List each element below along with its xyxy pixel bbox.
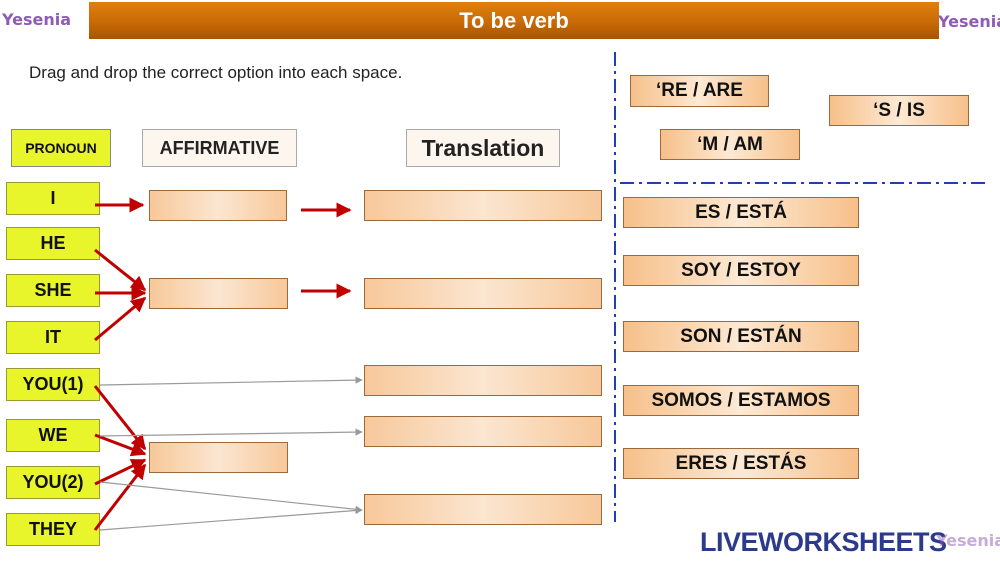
option-chip-m-am[interactable]: ‘M / AM [660,129,800,160]
yesenia-logo: Yesenia [2,10,72,29]
page-title: To be verb [89,2,939,39]
option-chip-somos-estamos[interactable]: SOMOS / ESTAMOS [623,385,859,416]
option-chip-s-is[interactable]: ‘S / IS [829,95,969,126]
pronoun-you2: YOU(2) [6,466,100,499]
pronoun-they: THEY [6,513,100,546]
option-chip-es-esta[interactable]: ES / ESTÁ [623,197,859,228]
affirmative-header: AFFIRMATIVE [142,129,297,167]
pronoun-he: HE [6,227,100,260]
yesenia-watermark: Yesenia [936,531,1000,550]
affirmative-drop-zone-i[interactable] [149,190,287,221]
pronoun-i: I [6,182,100,215]
option-chip-re-are[interactable]: ‘RE / ARE [630,75,769,107]
translation-drop-zone-i[interactable] [364,190,602,221]
pronoun-she: SHE [6,274,100,307]
pronoun-you1: YOU(1) [6,368,100,401]
affirmative-drop-zone-you-we-they[interactable] [149,442,288,473]
option-chip-soy-estoy[interactable]: SOY / ESTOY [623,255,859,286]
translation-drop-zone-he-she-it[interactable] [364,278,602,309]
translation-drop-zone-we[interactable] [364,416,602,447]
pronoun-header: PRONOUN [11,129,111,167]
translation-header: Translation [406,129,560,167]
option-chip-son-estan[interactable]: SON / ESTÁN [623,321,859,352]
translation-drop-zone-you1[interactable] [364,365,602,396]
pronoun-we: WE [6,419,100,452]
yesenia-logo-right: Yesenia [938,12,1000,31]
liveworksheets-logo: LIVEWORKSHEETS [700,527,947,557]
instructions-text: Drag and drop the correct option into ea… [29,63,403,82]
affirmative-drop-zone-he-she-it[interactable] [149,278,288,309]
option-chip-eres-estas[interactable]: ERES / ESTÁS [623,448,859,479]
translation-drop-zone-you2-they[interactable] [364,494,602,525]
